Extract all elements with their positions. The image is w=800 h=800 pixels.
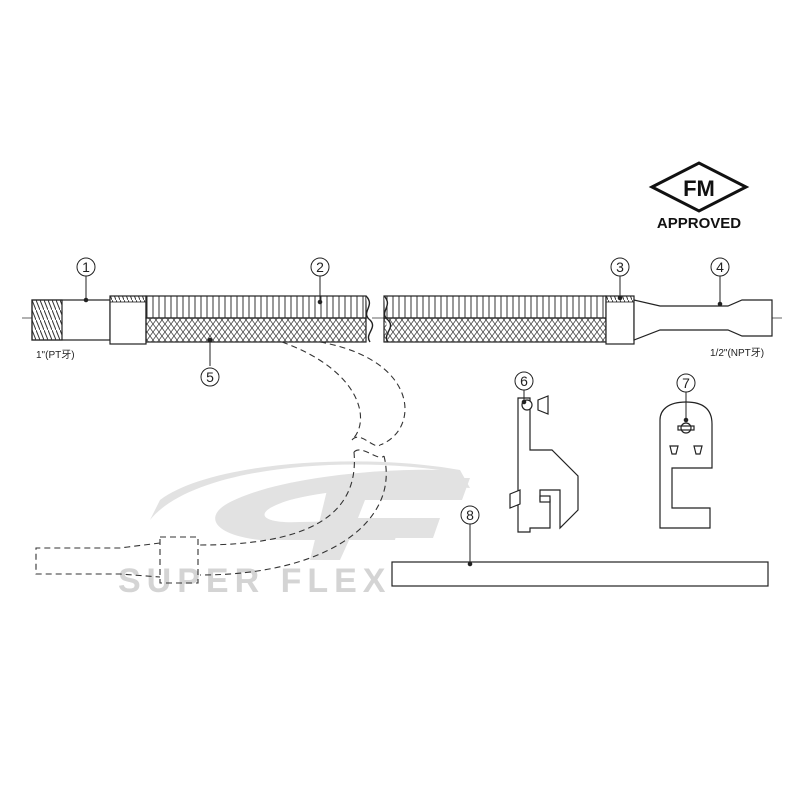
svg-text:5: 5	[206, 369, 214, 385]
support-bar	[391, 561, 769, 587]
left-threaded-nipple	[31, 295, 147, 345]
leader-lines	[83, 276, 723, 567]
svg-text:3: 3	[616, 259, 624, 275]
callout-3: 3	[610, 257, 630, 277]
right-thread-label: 1/2"(NPT牙)	[710, 347, 764, 359]
callout-6: 6	[514, 371, 534, 391]
svg-text:6: 6	[520, 373, 528, 389]
right-reducer-fitting	[605, 295, 773, 345]
callout-7: 7	[676, 373, 696, 393]
watermark-text: SUPER FLEX	[118, 562, 391, 600]
flexed-hose-outline	[35, 341, 406, 584]
svg-text:8: 8	[466, 507, 474, 523]
callout-2: 2	[310, 257, 330, 277]
callout-5: 5	[200, 367, 220, 387]
callout-8: 8	[460, 505, 480, 525]
fm-approved-badge: FM APPROVED	[648, 161, 750, 232]
hose-body	[145, 295, 607, 343]
watermark-logo: SUPER FLEX	[118, 461, 470, 600]
svg-text:2: 2	[316, 259, 324, 275]
fm-diamond	[648, 161, 750, 213]
fm-mark: FM	[683, 176, 715, 201]
svg-text:1: 1	[82, 259, 90, 275]
watermark-f-shape	[310, 478, 470, 560]
hanger-clamp-part	[509, 395, 579, 533]
hose-break-symbol	[365, 295, 392, 343]
mounting-bracket-part	[659, 401, 713, 529]
svg-text:4: 4	[716, 259, 724, 275]
left-thread-label: 1"(PT牙)	[36, 349, 75, 361]
svg-text:7: 7	[682, 375, 690, 391]
callout-1: 1	[76, 257, 96, 277]
fm-caption: APPROVED	[657, 215, 741, 232]
callout-4: 4	[710, 257, 730, 277]
